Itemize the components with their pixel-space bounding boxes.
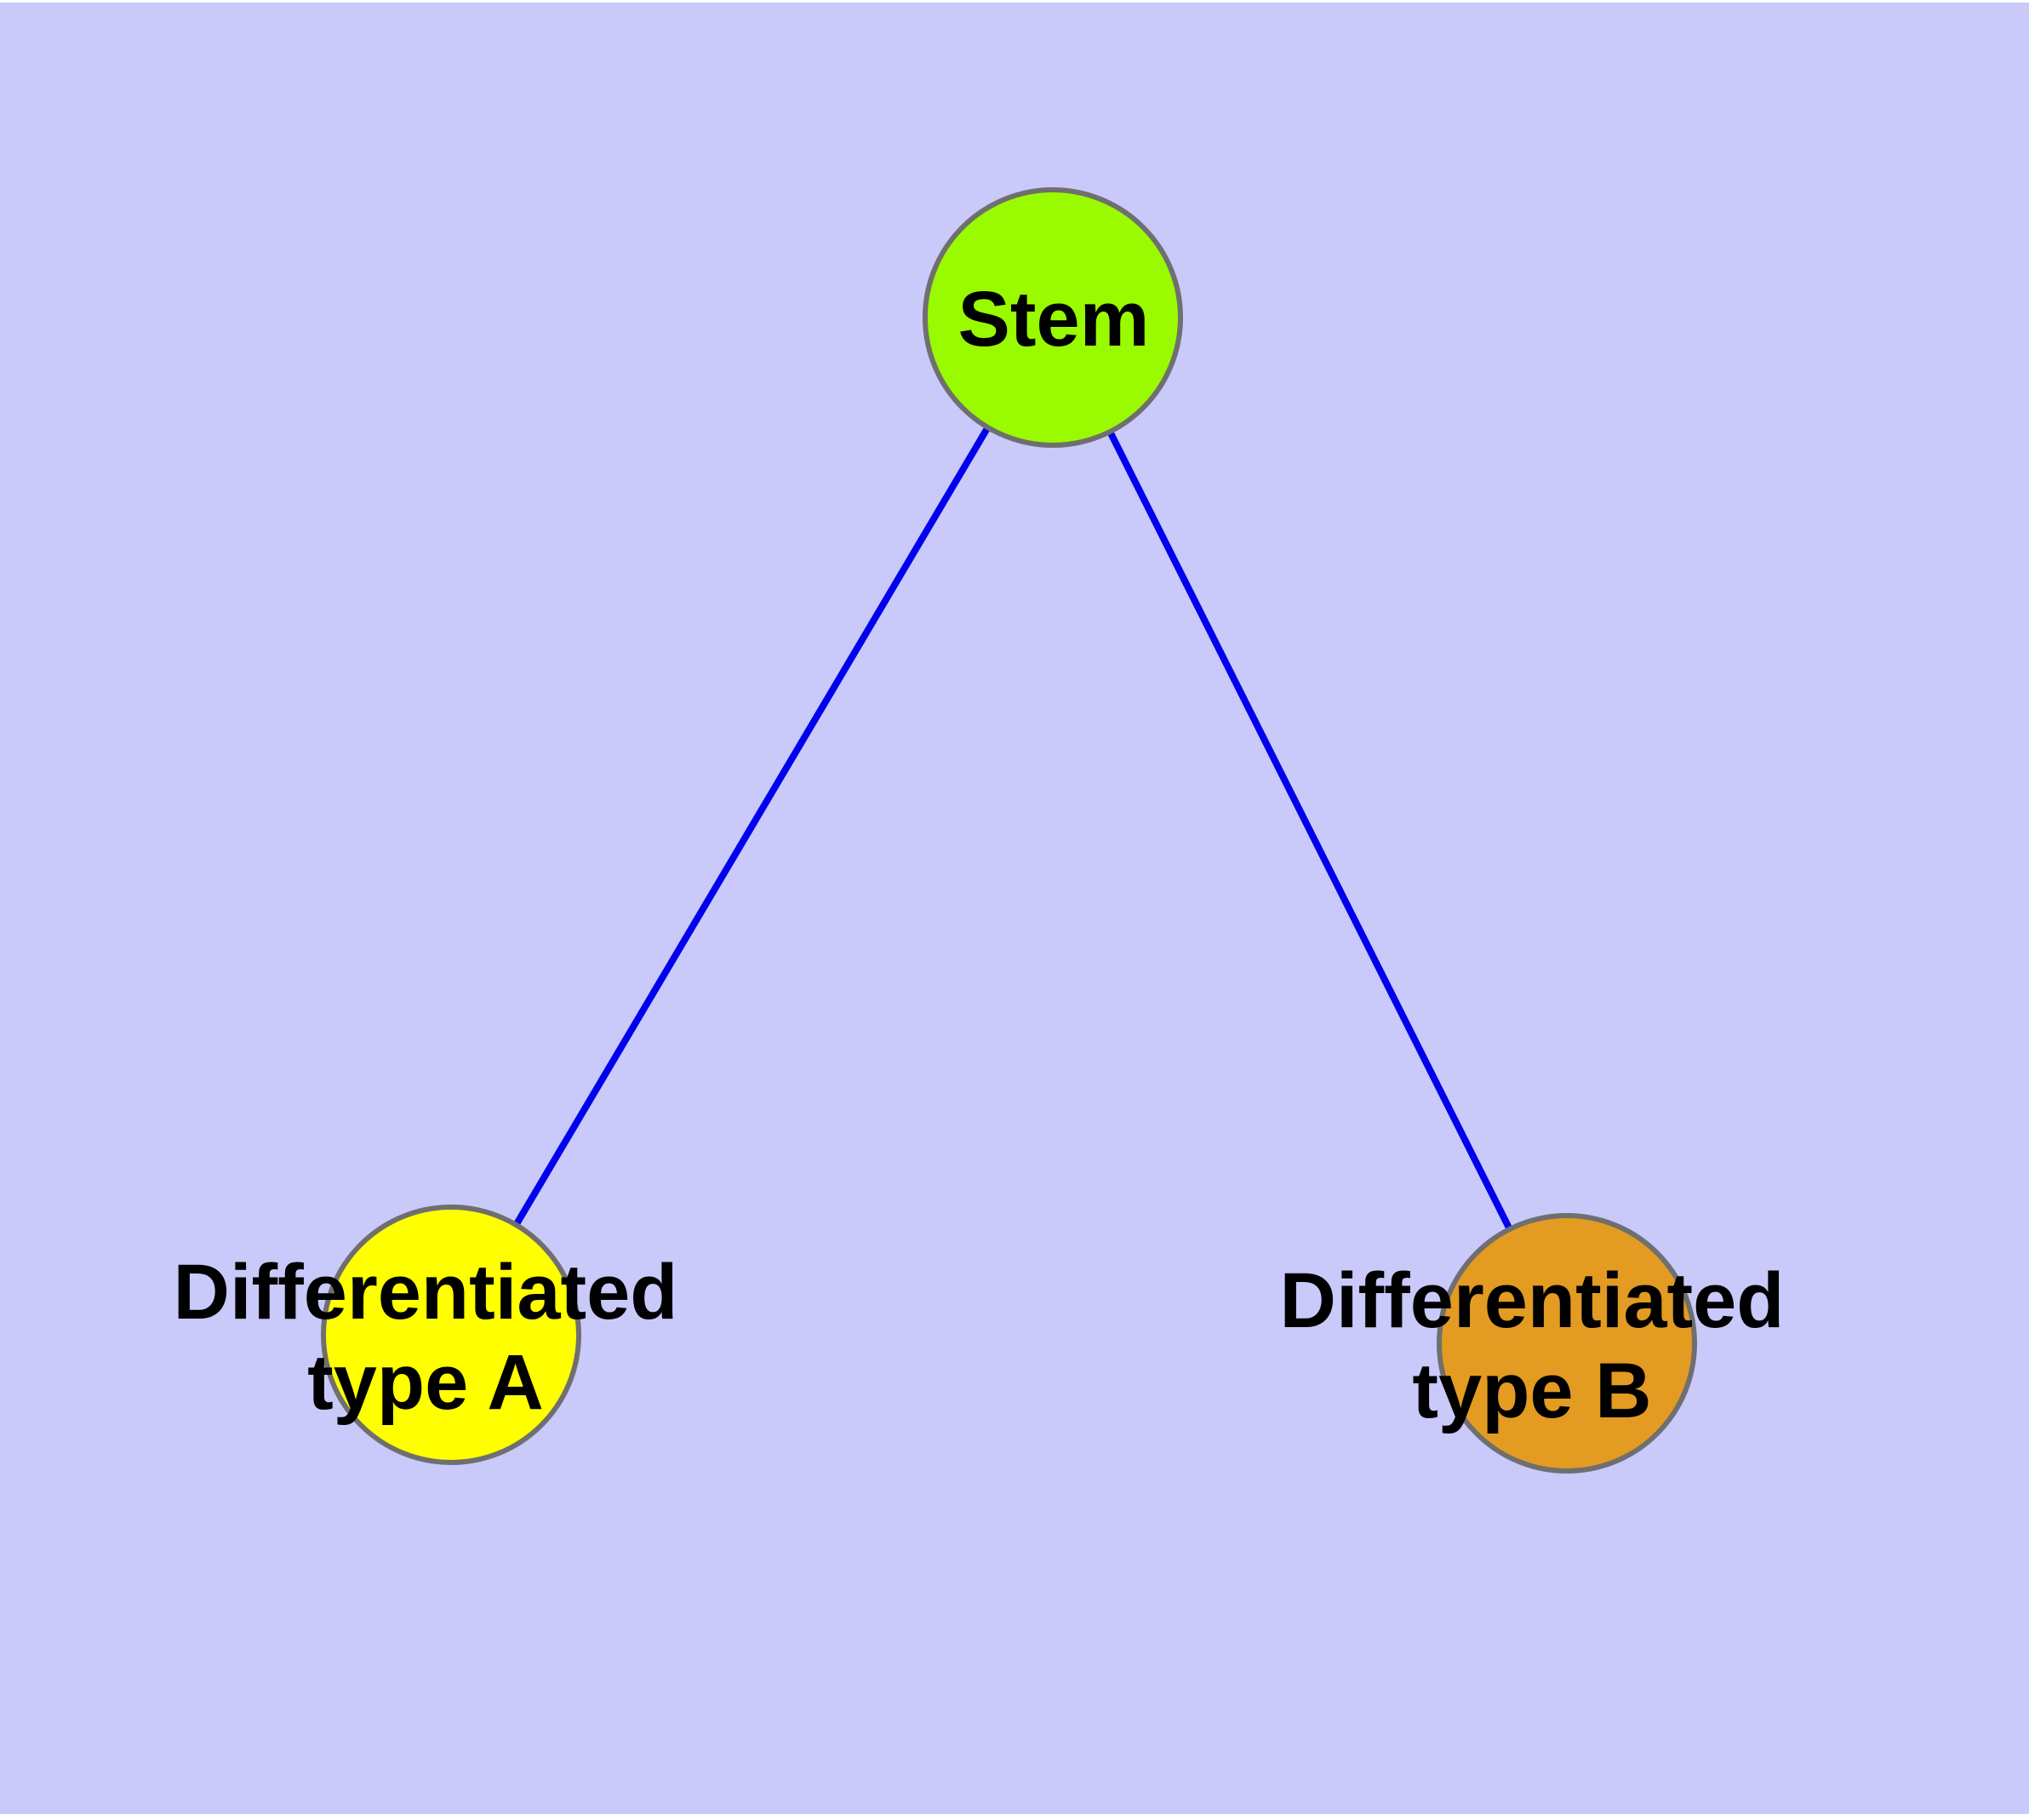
- node-stem: [923, 187, 1183, 448]
- node-label-differentiated-type-a: Differentiated type A: [173, 1249, 678, 1426]
- graph-canvas: Stem Differentiated type A Differentiate…: [0, 3, 2029, 1814]
- nodes-group: [321, 187, 1697, 1474]
- node-differentiated-type-a: [321, 1205, 581, 1465]
- edges-group: [448, 315, 1570, 1345]
- node-label-stem: Stem: [957, 276, 1150, 363]
- edge-stem-to-differentiated-type-a: [448, 315, 1056, 1337]
- node-differentiated-type-b: [1437, 1213, 1697, 1474]
- node-label-differentiated-type-b: Differentiated type B: [1279, 1257, 1785, 1434]
- edges-and-nodes-layer: [321, 187, 1697, 1474]
- edge-stem-to-differentiated-type-b: [1049, 316, 1570, 1345]
